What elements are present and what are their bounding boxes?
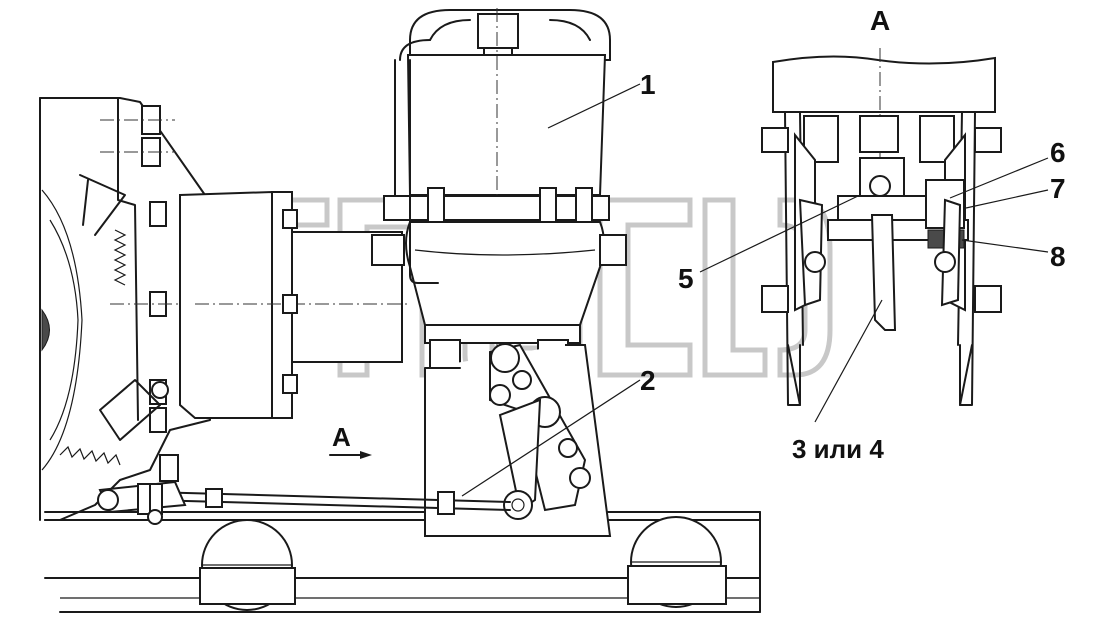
- view-label: A: [870, 5, 890, 36]
- view-a: A: [761, 5, 1002, 406]
- callout-2: 2: [640, 365, 656, 396]
- callout-8: 8: [1050, 241, 1066, 272]
- spring-lower: [59, 445, 121, 466]
- callout-3-or-4: 3 или 4: [792, 434, 884, 464]
- bracket-nuts: [282, 209, 298, 394]
- clamp-nuts: [427, 187, 593, 223]
- view-arrow-a: A: [329, 422, 372, 459]
- leader-lines-main: [461, 83, 641, 497]
- callout-6: 6: [1050, 137, 1066, 168]
- view-arrow-label: A: [332, 422, 351, 452]
- support-cup-right: [627, 516, 727, 608]
- support-cup-left: [199, 519, 296, 611]
- slack-adjuster: [489, 343, 591, 520]
- push-rod: [97, 454, 511, 525]
- leader-lines-view-a: [699, 157, 1049, 423]
- brake-housing: [39, 97, 211, 521]
- callout-1: 1: [640, 69, 656, 100]
- brake-chamber: [371, 8, 627, 369]
- callout-5: 5: [678, 263, 694, 294]
- spring-upper: [113, 229, 127, 286]
- callout-7: 7: [1050, 173, 1066, 204]
